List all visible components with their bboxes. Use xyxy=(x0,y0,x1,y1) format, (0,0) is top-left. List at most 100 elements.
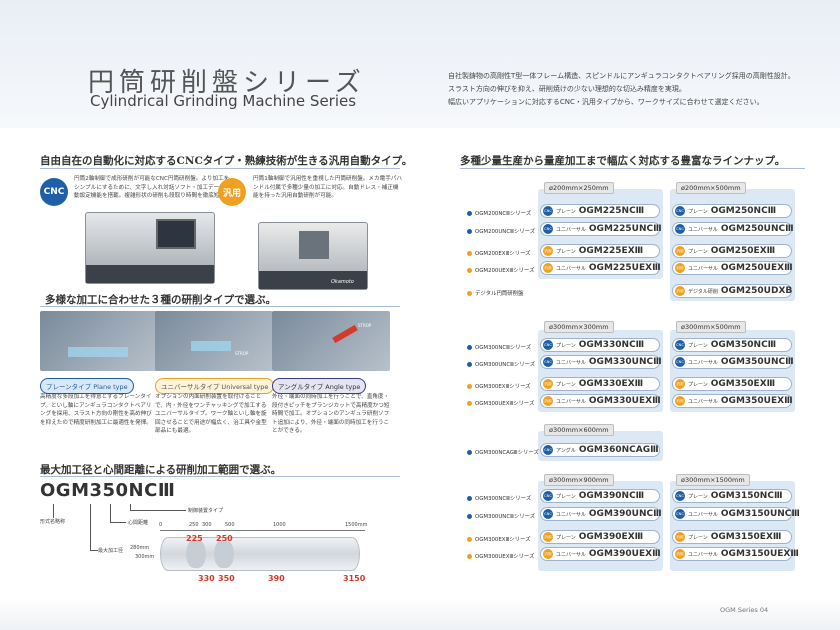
range-value: 390 xyxy=(268,574,285,583)
range-value: 225 xyxy=(186,534,203,543)
manual-badge: 汎用 xyxy=(218,178,246,206)
grinding-glow xyxy=(68,347,128,357)
model-name: OGM225UNCⅢ xyxy=(588,224,662,234)
manual-icon: 汎用 xyxy=(675,549,685,559)
type-tag: プレーン xyxy=(688,534,708,541)
manual-icon: 汎用 xyxy=(543,263,553,273)
spec-label: ø300mm×600mm xyxy=(544,424,614,436)
series-name: OGM300UNCⅢシリーズ xyxy=(475,514,536,520)
series-label: OGM300EXⅢシリーズ xyxy=(467,535,530,543)
cnc-icon: CNC xyxy=(543,491,553,501)
cnc-icon: CNC xyxy=(675,224,685,234)
section-title-types: 多様な加工に合わせた３種の研削タイプで選ぶ。 xyxy=(45,294,276,306)
model-name: OGM3150UEXⅢ xyxy=(720,549,799,559)
manual-dot xyxy=(467,251,472,256)
range-value: 3150 xyxy=(343,574,366,583)
cnc-dot xyxy=(467,362,472,367)
angle-type-image: STROP xyxy=(272,311,390,371)
page-title-en: Cylindrical Grinding Machine Series xyxy=(90,92,357,110)
series-label: OGM300NCⅢシリーズ xyxy=(467,343,531,351)
range-ring xyxy=(214,540,234,568)
cnc-dot xyxy=(467,345,472,350)
panel-tag: STROP xyxy=(235,351,249,356)
cnc-icon: CNC xyxy=(543,357,553,367)
plane-type-text: 高精度な多段加工を得意とするプレーンタイプ。といし軸にアンギュラコンタクトベアリ… xyxy=(40,394,152,426)
model-name: OGM350UEXⅢ xyxy=(720,396,793,406)
model-name: OGM330EXⅢ xyxy=(578,379,644,389)
callout-line xyxy=(130,504,131,511)
intro-text: 自社製鋳物の高剛性T型一体フレーム構造、スピンドルにアンギュラコンタクトベアリン… xyxy=(448,70,808,109)
scale-tick: 500 xyxy=(225,522,235,528)
machine-base xyxy=(259,271,367,289)
model-name-example: OGM350NCⅢ xyxy=(40,480,176,501)
machine-brand-logo: Okamoto xyxy=(331,279,354,285)
cnc-icon: CNC xyxy=(675,491,685,501)
model-name: OGM330UEXⅢ xyxy=(588,396,661,406)
callout-line xyxy=(90,504,91,551)
manual-icon: 汎用 xyxy=(543,396,553,406)
model-name: OGM225NCⅢ xyxy=(578,206,645,216)
type-tag: ユニバーサル xyxy=(688,359,718,366)
series-label: OGM300NCⅢシリーズ xyxy=(467,494,531,502)
cnc-icon: CNC xyxy=(543,206,553,216)
spec-label: ø300mm×1500mm xyxy=(676,474,750,486)
spec-label: ø300mm×300mm xyxy=(544,321,614,333)
callout-line xyxy=(110,522,126,523)
cnc-icon: CNC xyxy=(675,340,685,350)
type-tag: アングル xyxy=(556,447,576,454)
model-name: OGM390EXⅢ xyxy=(578,532,644,542)
model-name: OGM250UEXⅢ xyxy=(720,263,793,273)
intro-line: スラスト方向の伸びを抑え、研削焼けの少ない理想的な切込み精度を実現。 xyxy=(448,85,686,93)
range-value: 350 xyxy=(218,574,235,583)
manual-icon: 汎用 xyxy=(543,246,553,256)
universal-type-text: オプションの内面研削装置を取付けることで、内・外径をワンチャッキングで加工するユ… xyxy=(155,394,267,435)
footer-band xyxy=(0,598,840,630)
type-tag: プレーン xyxy=(556,342,576,349)
series-label: OGM200EXⅢシリーズ xyxy=(467,249,530,257)
manual-icon: 汎用 xyxy=(675,396,685,406)
series-name: OGM200EXⅢシリーズ xyxy=(475,251,531,257)
type-tag: プレーン xyxy=(556,208,576,215)
manual-dot xyxy=(467,537,472,542)
callout-center-distance: 心間距離 xyxy=(128,520,149,526)
type-tag: ユニバーサル xyxy=(688,551,718,558)
manual-dot xyxy=(467,554,472,559)
universal-type-label: ユニバーサルタイプ Universal type xyxy=(155,378,275,394)
type-tag: ユニバーサル xyxy=(556,226,586,233)
type-tag: プレーン xyxy=(688,208,708,215)
type-tag: プレーン xyxy=(556,381,576,388)
cnc-icon: CNC xyxy=(543,340,553,350)
type-tag: プレーン xyxy=(556,493,576,500)
section-title-range: 最大加工径と心間距離による研削加工範囲で選ぶ。 xyxy=(40,464,282,476)
section-title-lineup: 多種少量生産から量産加工まで幅広く対応する豊富なラインナップ。 xyxy=(460,155,786,167)
series-name: OGM300UEXⅢシリーズ xyxy=(475,401,535,407)
manual-icon: 汎用 xyxy=(675,246,685,256)
scale-axis xyxy=(160,530,365,531)
